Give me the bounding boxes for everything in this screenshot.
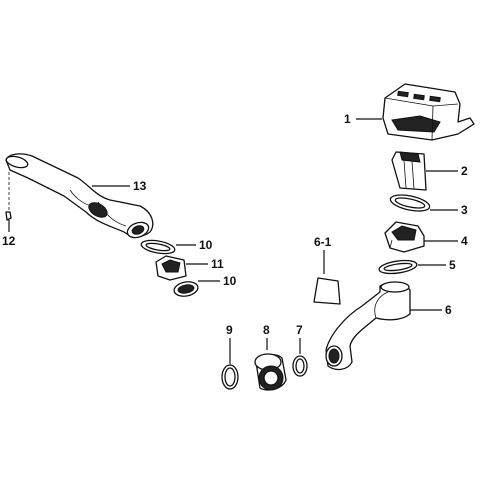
part-10-gasket-upper <box>140 239 176 255</box>
part-13-long-duct <box>5 153 154 239</box>
part-4-adapter <box>384 221 425 253</box>
callout-9: 9 <box>226 323 233 337</box>
callout-6-1: 6-1 <box>314 235 332 249</box>
callout-2: 2 <box>461 164 468 178</box>
callout-8: 8 <box>263 323 270 337</box>
part-1-intake-housing <box>382 83 475 141</box>
callout-10-upper: 10 <box>199 238 213 252</box>
callout-6: 6 <box>445 303 452 317</box>
part-8-connector <box>254 353 287 391</box>
part-7-clamp <box>292 355 308 377</box>
callout-4: 4 <box>461 234 468 248</box>
part-5-gasket <box>378 259 418 275</box>
callout-12: 12 <box>2 234 16 248</box>
callout-1: 1 <box>344 112 351 126</box>
part-10-clamp-lower <box>173 281 199 297</box>
callout-7: 7 <box>296 323 303 337</box>
part-6-curved-duct <box>325 281 411 371</box>
part-2-duct <box>391 151 427 191</box>
part-9-clamp <box>221 364 239 390</box>
part-3-gasket <box>389 194 431 212</box>
callout-11: 11 <box>211 257 224 271</box>
callout-10-lower: 10 <box>223 274 237 288</box>
callout-13: 13 <box>133 179 147 193</box>
part-6-1-label-plate <box>313 277 341 305</box>
callout-3: 3 <box>461 203 468 217</box>
part-12-pin <box>5 211 12 221</box>
part-11-adapter <box>155 255 187 281</box>
callout-5: 5 <box>449 258 456 272</box>
